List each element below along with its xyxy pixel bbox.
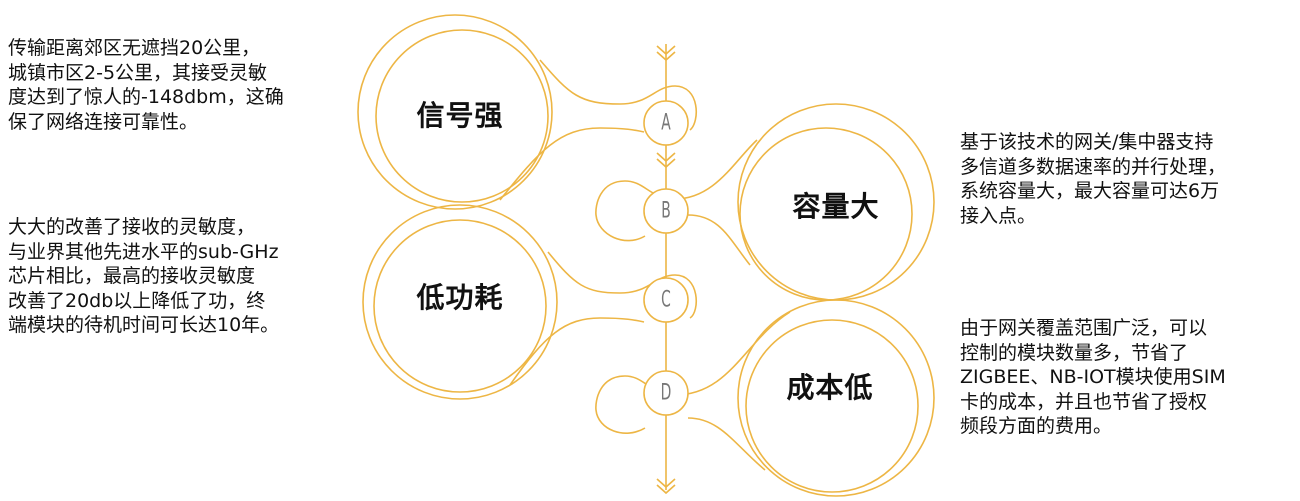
text-line: 度达到了惊人的-148dbm，这确 xyxy=(8,86,284,108)
connector xyxy=(509,317,645,386)
text-line: 系统容量大，最大容量可达6万 xyxy=(960,180,1220,202)
feature-circle-outer xyxy=(357,14,553,210)
chevron-down-icon xyxy=(656,152,676,169)
connector xyxy=(499,127,645,201)
text-line: 端模块的待机时间可长达10年。 xyxy=(8,314,280,336)
text-line: 传输距离郊区无遮挡20公里， xyxy=(8,37,261,59)
text-line: 接入点。 xyxy=(960,204,1037,227)
description-capacity: 基于该技术的网关/集中器支持 多信道多数据速率的并行处理， 系统容量大，最大容量… xyxy=(960,130,1226,228)
connector xyxy=(595,139,758,242)
node-circle-b xyxy=(643,188,689,234)
text-line: 大大的改善了接收的灵敏度， xyxy=(8,216,256,238)
node-circle-d xyxy=(643,370,689,416)
connector xyxy=(687,417,766,471)
connector xyxy=(539,59,697,131)
feature-circle-inner xyxy=(373,219,547,393)
node-label-b: B xyxy=(661,198,671,224)
feature-circle-outer xyxy=(362,204,558,400)
text-line: 卡的成本，并且也节省了授权 xyxy=(960,390,1208,413)
node-circle-a xyxy=(643,100,689,146)
connector xyxy=(687,214,751,266)
description-power: 大大的改善了接收的灵敏度， 与业界其他先进水平的sub-GHz 芯片相比，最高的… xyxy=(8,215,279,338)
chevron-down-icon xyxy=(656,45,676,62)
text-line: 基于该技术的网关/集中器支持 xyxy=(960,131,1214,153)
text-line: 控制的模块数量多，节省了 xyxy=(960,341,1189,364)
text-line: 频段方面的费用。 xyxy=(960,415,1113,437)
connector xyxy=(595,311,791,434)
node-label-d: D xyxy=(660,380,672,406)
node-circle-c xyxy=(643,277,689,323)
text-line: 由于网关覆盖范围广泛，可以 xyxy=(960,317,1208,339)
feature-circle-inner xyxy=(745,319,919,493)
text-line: 保了网络连接可靠性。 xyxy=(8,110,199,133)
description-cost: 由于网关覆盖范围广泛，可以 控制的模块数量多，节省了 ZIGBEE、NB-IOT… xyxy=(960,316,1226,439)
node-label-c: C xyxy=(661,287,671,313)
text-line: ZIGBEE、NB-IOT模块使用SIM xyxy=(960,366,1226,388)
feature-title-cost: 成本低 xyxy=(786,371,874,404)
text-line: 多信道多数据速率的并行处理， xyxy=(960,155,1227,178)
feature-title-signal: 信号强 xyxy=(416,99,504,132)
node-label-a: A xyxy=(661,110,671,136)
text-line: 改善了20db以上降低了功，终 xyxy=(8,289,266,312)
feature-circle-outer xyxy=(737,299,935,497)
feature-title-capacity: 容量大 xyxy=(792,190,880,223)
description-signal: 传输距离郊区无遮挡20公里， 城镇市区2-5公里，其接受灵敏 度达到了惊人的-1… xyxy=(8,36,284,134)
text-line: 与业界其他先进水平的sub-GHz xyxy=(8,240,279,263)
text-line: 芯片相比，最高的接收灵敏度 xyxy=(8,265,256,287)
text-line: 城镇市区2-5公里，其接受灵敏 xyxy=(8,61,268,84)
chevron-down-icon xyxy=(656,478,676,495)
feature-title-power: 低功耗 xyxy=(416,281,504,314)
feature-circle-inner xyxy=(375,29,549,203)
